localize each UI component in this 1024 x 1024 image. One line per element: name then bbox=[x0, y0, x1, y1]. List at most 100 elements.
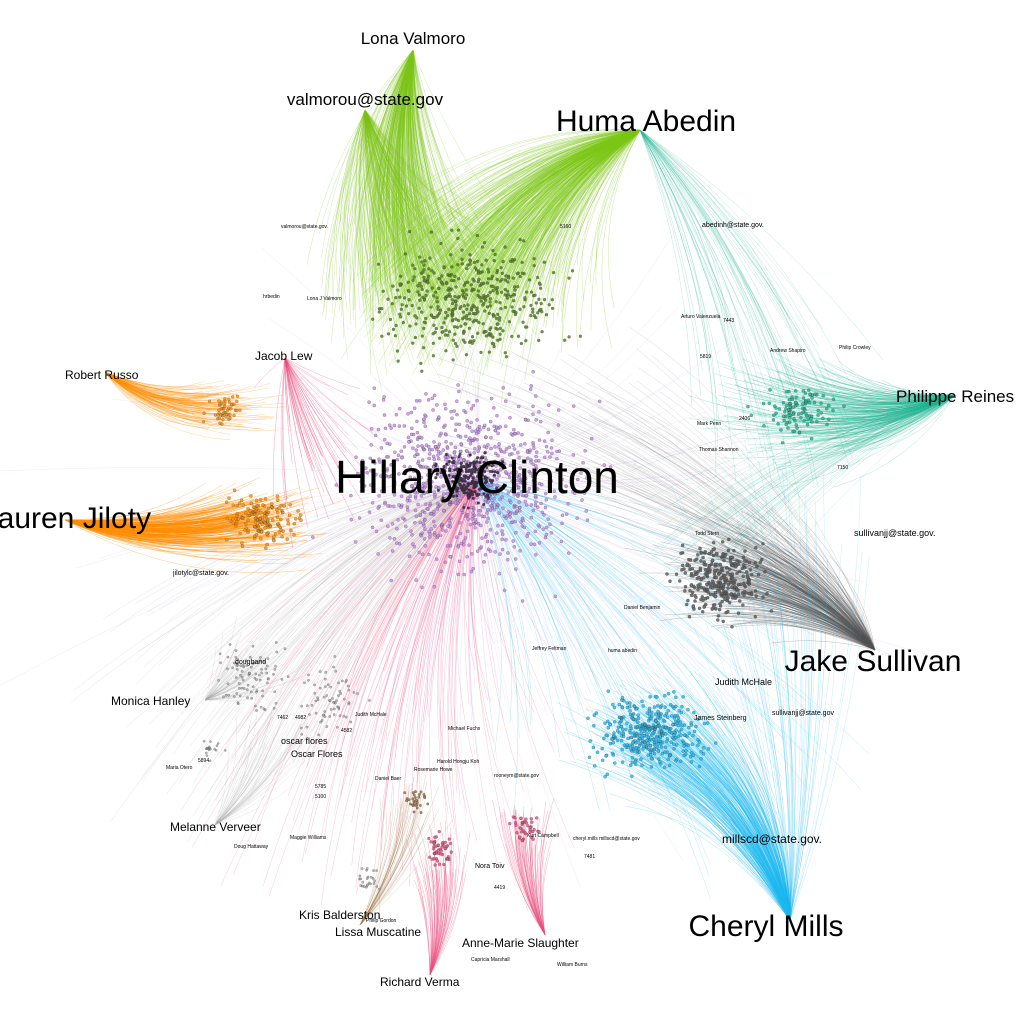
node-dots bbox=[586, 689, 718, 779]
node-label-doug-hattaway: Doug Hattaway bbox=[234, 844, 269, 850]
node-dots bbox=[217, 641, 290, 712]
edge-fan bbox=[405, 821, 471, 976]
node-label-oscar-flores-lower: oscar flores bbox=[281, 736, 328, 746]
edge-path bbox=[104, 371, 286, 440]
node-label-william-burns: William Burns bbox=[557, 962, 588, 968]
edge-path bbox=[556, 662, 791, 921]
node-dots bbox=[358, 867, 381, 891]
edge-fan bbox=[417, 326, 876, 651]
edge-fan bbox=[254, 357, 386, 549]
node-cluster-lauren-jiloty bbox=[224, 488, 303, 550]
node-cluster-jake-sullivan bbox=[665, 537, 774, 629]
node-label-andrew-shapiro: Andrew Shapiro bbox=[770, 348, 806, 354]
node-dots bbox=[665, 537, 774, 629]
node-label-id: 7462 bbox=[277, 715, 288, 721]
node-cluster-lissa-muscatine bbox=[403, 790, 430, 814]
edge-path bbox=[204, 616, 311, 702]
edge-path bbox=[254, 357, 386, 549]
node-label-melanne-verveer: Melanne Verveer bbox=[170, 820, 261, 834]
edge-fan bbox=[204, 616, 311, 702]
node-label-hrbedin: hrbedin bbox=[263, 294, 280, 300]
edge-fan bbox=[639, 129, 884, 500]
edge-fan bbox=[180, 479, 576, 928]
node-label-james-steinberg: James Steinberg bbox=[694, 715, 747, 722]
node-label-todd-stern: Todd Stern bbox=[695, 531, 719, 537]
edge-fan bbox=[321, 109, 558, 395]
node-cluster-philippe-reines bbox=[746, 388, 846, 445]
node-label-judith-mchale-small: Judith McHale bbox=[355, 712, 387, 718]
edge-path bbox=[689, 351, 956, 489]
node-label-valmorou-small: valmorou@state.gov. bbox=[281, 224, 328, 230]
node-label-jacob-lew: Jacob Lew bbox=[255, 349, 313, 363]
edge-path bbox=[359, 769, 454, 926]
node-dots bbox=[202, 739, 227, 763]
node-label-oscar-flores: Oscar Flores bbox=[291, 749, 343, 759]
node-label-sullivanjj-state: sullivanjj@state.gov. bbox=[854, 528, 936, 538]
node-label-id: 4982 bbox=[295, 715, 306, 721]
edge-path bbox=[71, 479, 478, 842]
edge-path bbox=[417, 326, 876, 651]
edge-path bbox=[64, 477, 347, 573]
edge-fan bbox=[214, 682, 331, 826]
edge-fan bbox=[64, 477, 347, 573]
node-label-daniel-benjamin: Daniel Benjamin bbox=[624, 605, 661, 611]
node-label-kris-balderston: Kris Balderston bbox=[299, 908, 380, 922]
node-dots bbox=[224, 488, 303, 550]
node-label-id: 4582 bbox=[341, 728, 352, 734]
node-label-valmorou-state: valmorou@state.gov bbox=[287, 90, 444, 109]
node-dots bbox=[403, 790, 430, 814]
node-label-millscd-state: millscd@state.gov. bbox=[722, 832, 822, 846]
node-label-capricia-marshall: Capricia Marshall bbox=[471, 957, 510, 963]
edge-path bbox=[321, 109, 558, 395]
node-label-mark-penn: Mark Penn bbox=[697, 421, 721, 427]
node-label-id: 5894 bbox=[198, 758, 209, 764]
edge-fan bbox=[668, 378, 870, 921]
node-dots bbox=[508, 815, 541, 843]
edge-path bbox=[668, 378, 870, 921]
edge-fan bbox=[624, 502, 876, 651]
node-cluster-cheryl-mills bbox=[586, 689, 718, 779]
node-label-jake-sullivan: Jake Sullivan bbox=[785, 645, 962, 678]
graph-labels: Hillary Clinton Huma Abedin Jake Sulliva… bbox=[0, 29, 1014, 989]
node-dots bbox=[427, 830, 453, 867]
node-label-monica-hanley: Monica Hanley bbox=[111, 694, 190, 708]
edge-path bbox=[405, 821, 471, 976]
edge-fan bbox=[689, 351, 956, 489]
node-cluster-kris-balderston bbox=[358, 867, 381, 891]
graph-node-clusters bbox=[201, 228, 846, 891]
edge-fan bbox=[476, 479, 894, 900]
graph-edges bbox=[0, 49, 956, 976]
node-label-nora-toiv: Nora Toiv bbox=[475, 863, 505, 870]
node-label-abedinh: abedinh@state.gov. bbox=[702, 222, 764, 229]
node-cluster-richard-verma bbox=[427, 830, 453, 867]
edge-path bbox=[214, 682, 331, 826]
edge-fan bbox=[104, 371, 286, 440]
node-label-maggie-williams: Maggie Williams bbox=[290, 835, 327, 841]
edge-path bbox=[624, 502, 876, 651]
node-label-id: 4419 bbox=[494, 885, 505, 891]
node-label-philip-gordon: Philip Gordon bbox=[366, 918, 397, 924]
node-label-id: 2406 bbox=[739, 416, 750, 422]
node-label-anne-marie-slaughter: Anne-Marie Slaughter bbox=[462, 936, 579, 950]
node-cluster-maria-otero bbox=[202, 739, 227, 763]
node-label-cheryl-mills: Cheryl Mills bbox=[688, 910, 843, 943]
node-label-hillary-clinton: Hillary Clinton bbox=[335, 451, 619, 503]
node-label-lauren-jiloty: Lauren Jiloty bbox=[0, 502, 151, 535]
node-label-dougband: dougband bbox=[235, 659, 266, 666]
node-label-id: 7150 bbox=[837, 465, 848, 471]
edge-fan bbox=[306, 49, 532, 376]
node-label-jeffrey-feltman: Jeffrey Feltman bbox=[532, 646, 567, 652]
node-cluster-core bbox=[428, 451, 505, 510]
node-dots bbox=[371, 228, 583, 373]
node-label-sullivanjj-small: sullivanjj@state.gov bbox=[772, 710, 834, 717]
node-label-thomas-shannon: Thomas Shannon bbox=[699, 447, 739, 453]
node-label-rooneym: rooneym@state.gov bbox=[494, 773, 539, 779]
node-label-robert-russo: Robert Russo bbox=[65, 368, 139, 382]
node-label-lona-j-valmoro: Lona J Valmoro bbox=[307, 296, 342, 302]
node-cluster-huma-abedin bbox=[371, 228, 583, 373]
edge-fan bbox=[556, 662, 791, 921]
node-label-judith-mchale: Judith McHale bbox=[715, 677, 772, 687]
edge-path bbox=[341, 129, 641, 404]
node-label-michael-fuchs: Michael Fuchs bbox=[448, 726, 481, 732]
